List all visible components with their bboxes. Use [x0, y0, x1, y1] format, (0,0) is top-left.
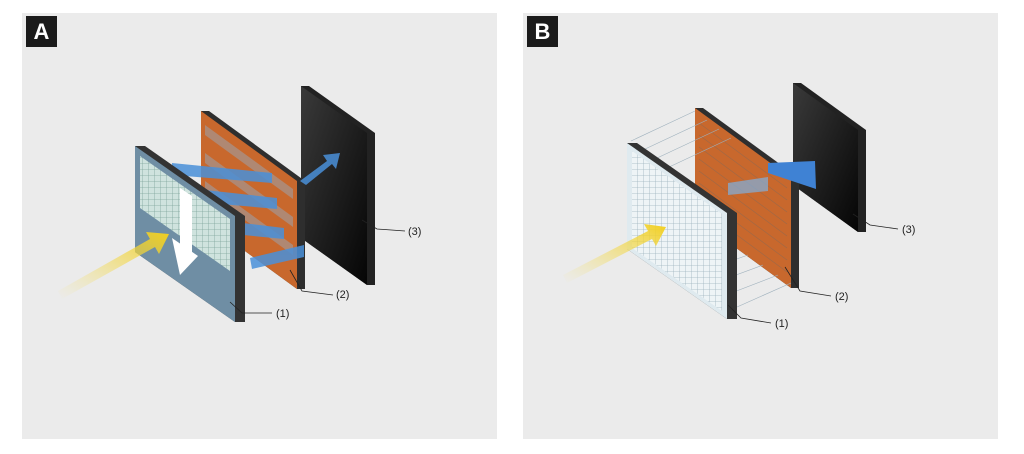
- signal-flow-arrows-b: [728, 161, 816, 195]
- panel-a: A: [22, 13, 497, 439]
- callout-3-a: (3): [408, 226, 421, 238]
- callout-2-a: (2): [336, 289, 349, 301]
- callout-1-a: (1): [276, 308, 289, 320]
- support-substrate-b: [793, 83, 866, 232]
- diagram-b: (1) (2) (3): [563, 83, 915, 330]
- wiring-layer-b: [695, 108, 799, 288]
- callout-3-b: (3): [902, 224, 915, 236]
- panel-b: B: [523, 13, 998, 439]
- callout-lines-b: [727, 213, 899, 324]
- sensor-layer-a: [135, 146, 245, 322]
- sensor-layer-b: [627, 143, 737, 319]
- panel-label-b: B: [527, 16, 558, 47]
- callout-2-b: (2): [835, 291, 848, 303]
- callout-lines-a: [229, 219, 406, 314]
- diagram-a: (1) (2) (3): [58, 86, 421, 322]
- support-substrate-a: [301, 86, 375, 285]
- callout-1-b: (1): [775, 318, 788, 330]
- light-arrow-b: [563, 224, 666, 283]
- light-arrow-a: [58, 232, 169, 299]
- panel-label-a: A: [26, 16, 57, 47]
